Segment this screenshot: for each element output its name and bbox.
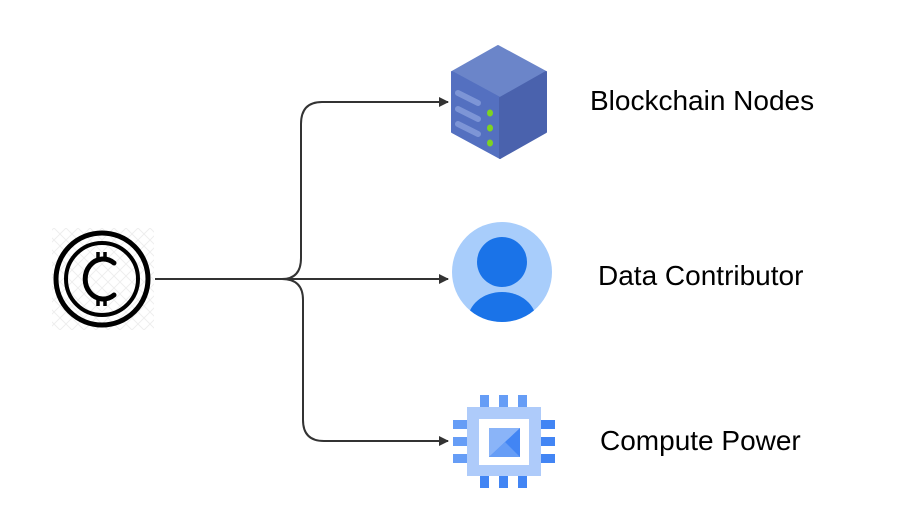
connector-compute-power[interactable] xyxy=(281,278,449,446)
server-icon[interactable] xyxy=(451,45,547,159)
label-blockchain-nodes: Blockchain Nodes xyxy=(590,85,815,116)
label-compute-power: Compute Power xyxy=(600,425,801,456)
coin-c-icon[interactable] xyxy=(52,228,154,330)
user-icon[interactable] xyxy=(452,222,552,348)
cpu-chip-icon[interactable] xyxy=(453,395,555,488)
connector-blockchain-nodes[interactable] xyxy=(155,97,449,280)
label-data-contributor: Data Contributor xyxy=(598,260,804,291)
connectors xyxy=(155,97,449,446)
